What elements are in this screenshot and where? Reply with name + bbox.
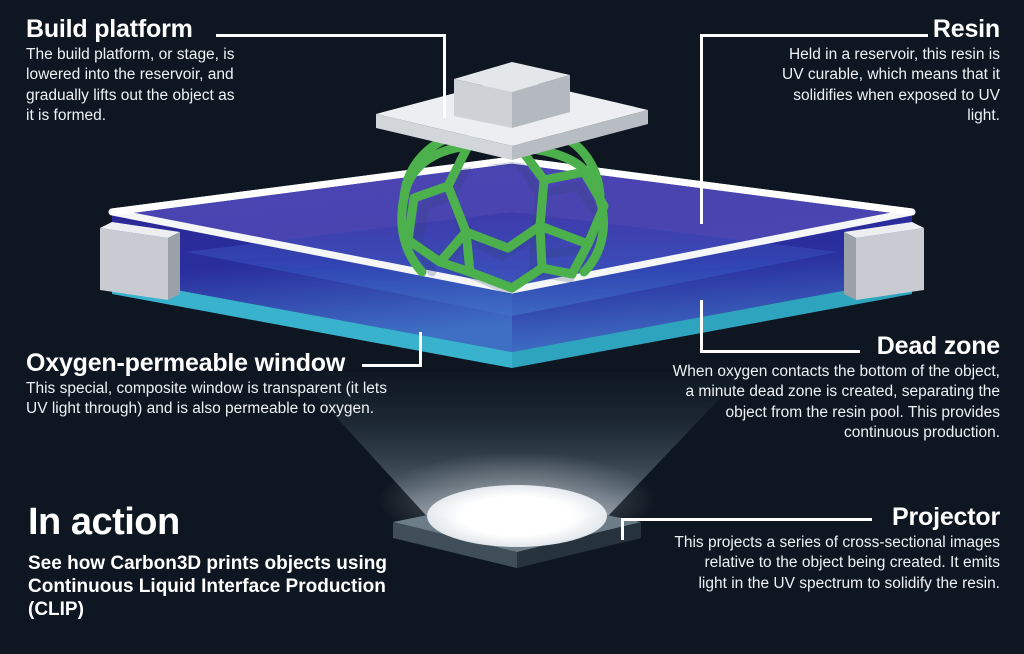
resin-vat	[112, 212, 912, 352]
leader-projector-vertical	[621, 518, 624, 540]
leader-window-horizontal	[362, 364, 422, 367]
leader-projector-horizontal	[621, 518, 872, 521]
leader-resin-vertical	[700, 34, 703, 224]
build-platform-post	[454, 62, 570, 128]
leader-deadzone-horizontal	[700, 350, 860, 353]
in-action-block: In action See how Carbon3D prints object…	[28, 503, 428, 622]
leader-build-platform-vertical	[443, 34, 446, 118]
vat-support-block-right	[844, 222, 924, 300]
callout-title: Resin	[932, 15, 1000, 43]
callout-title: Projector	[892, 503, 1000, 531]
callout-resin: Resin Held in a reservoir, this resin is…	[772, 16, 1000, 126]
projector-body	[393, 485, 641, 568]
callout-projector: Projector This projects a series of cros…	[674, 504, 1000, 594]
in-action-title: In action	[28, 501, 180, 543]
vat-support-block-left	[100, 222, 180, 300]
in-action-subtitle: See how Carbon3D prints objects using Co…	[28, 553, 387, 621]
resin-submerged-sheet	[186, 212, 838, 316]
leader-deadzone-vertical	[700, 300, 703, 353]
callout-body: Held in a reservoir, this resin is UV cu…	[782, 46, 1000, 124]
callout-body: This projects a series of cross-sectiona…	[674, 534, 1000, 592]
leader-resin-horizontal	[700, 34, 928, 37]
leader-build-platform-horizontal	[216, 34, 446, 37]
callout-title: Dead zone	[876, 332, 1000, 360]
callout-dead-zone: Dead zone When oxygen contacts the botto…	[672, 332, 1001, 443]
callout-title: Oxygen-permeable window	[26, 349, 346, 377]
callout-title: Build platform	[26, 15, 193, 43]
callout-body: When oxygen contacts the bottom of the o…	[672, 363, 1000, 441]
leader-window-vertical	[419, 332, 422, 367]
callout-body: This special, composite window is transp…	[26, 380, 387, 418]
projector-lens	[427, 485, 607, 547]
callout-oxygen-permeable-window: Oxygen-permeable window This special, co…	[26, 350, 392, 420]
callout-body: The build platform, or stage, is lowered…	[26, 46, 235, 124]
callout-build-platform: Build platform The build platform, or st…	[26, 16, 236, 126]
